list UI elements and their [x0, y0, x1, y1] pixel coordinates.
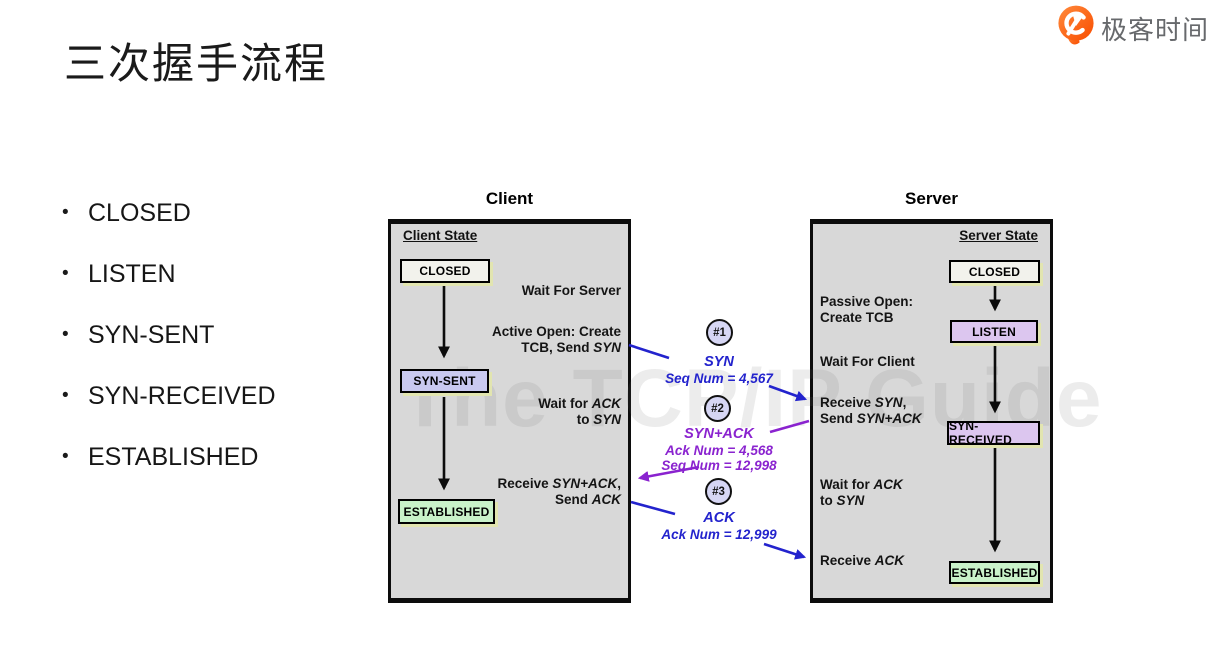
message-1-badge: #1	[706, 319, 733, 346]
list-item: • SYN-RECEIVED	[62, 381, 276, 411]
server-note-receive-syn: Receive SYN,Send SYN+ACK	[820, 395, 922, 426]
client-state-closed: CLOSED	[400, 259, 490, 283]
bullet-icon: •	[62, 446, 69, 467]
client-state-heading: Client State	[403, 228, 478, 243]
message-2-ack: Ack Num = 4,568	[665, 443, 773, 458]
geektime-logo-text: 极客时间	[1100, 15, 1209, 45]
message-1-seq: Seq Num = 4,567	[665, 371, 773, 386]
list-item: • SYN-SENT	[62, 320, 276, 350]
server-title: Server	[905, 189, 958, 208]
bullet-icon: •	[62, 324, 69, 345]
bullet-label: ESTABLISHED	[88, 442, 259, 471]
server-panel	[810, 219, 1053, 603]
message-3-name: ACK	[703, 510, 735, 526]
message-2-seq: Seq Num = 12,998	[661, 458, 777, 473]
geektime-logo-icon	[1057, 4, 1095, 53]
client-state-established: ESTABLISHED	[398, 499, 495, 524]
bullet-icon: •	[62, 263, 69, 284]
list-item: • LISTEN	[62, 259, 276, 289]
bullet-label: SYN-SENT	[88, 320, 215, 349]
list-item: • ESTABLISHED	[62, 442, 276, 472]
bullet-label: CLOSED	[88, 198, 191, 227]
client-panel	[388, 219, 631, 603]
bullet-label: SYN-RECEIVED	[88, 381, 276, 410]
bullet-icon: •	[62, 202, 69, 223]
bullet-icon: •	[62, 385, 69, 406]
server-state-closed: CLOSED	[949, 260, 1040, 283]
page-title: 三次握手流程	[64, 40, 329, 87]
client-note-receive-synack: Receive SYN+ACK,Send ACK	[497, 476, 621, 507]
server-note-wait-client: Wait For Client	[820, 354, 915, 369]
client-note-wait-for-server: Wait For Server	[521, 283, 621, 298]
server-note-receive-ack: Receive ACK	[820, 553, 905, 568]
message-1-name: SYN	[704, 354, 734, 370]
server-state-listen: LISTEN	[950, 320, 1038, 343]
message-2-badge: #2	[704, 395, 731, 422]
server-state-established: ESTABLISHED	[949, 561, 1040, 584]
message-3-ack: Ack Num = 12,999	[661, 527, 777, 542]
geektime-logo: 极客时间	[1057, 4, 1209, 53]
server-note-passive-open: Passive Open:Create TCB	[820, 294, 914, 325]
client-state-syn-sent: SYN-SENT	[400, 369, 489, 393]
list-item: • CLOSED	[62, 198, 276, 228]
state-bullet-list: • CLOSED • LISTEN • SYN-SENT • SYN-RECEI…	[62, 198, 276, 503]
message-2-name: SYN+ACK	[684, 426, 754, 442]
server-state-syn-received: SYN-RECEIVED	[947, 419, 1040, 447]
message-3-badge: #3	[705, 478, 732, 505]
server-state-heading: Server State	[959, 228, 1038, 243]
client-title: Client	[485, 189, 534, 208]
bullet-label: LISTEN	[88, 259, 176, 288]
ack-arrow-end	[763, 542, 807, 560]
